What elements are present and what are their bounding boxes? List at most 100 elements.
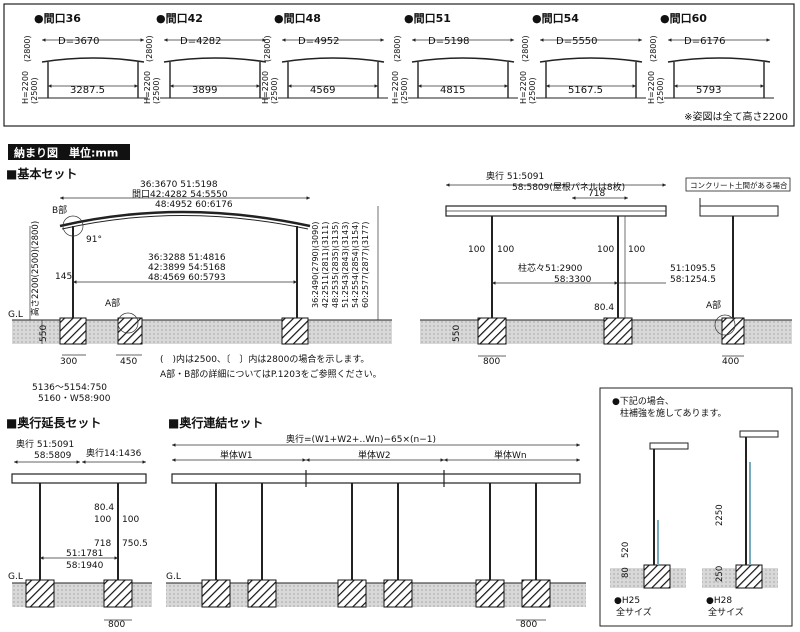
variant-inner: 4569	[310, 85, 335, 96]
box-h28: ●H28	[706, 596, 732, 606]
right-dim-5: 60:2577(2877)(3177)	[361, 222, 370, 308]
variant-h-alt1: (2500)	[270, 77, 279, 104]
right-dim-3: 51:2543(2843)(3143)	[341, 222, 350, 308]
side-pitch2: 58:3300	[554, 275, 592, 285]
variant-inner: 3899	[192, 85, 217, 96]
ext-718: 718	[94, 539, 111, 549]
side-550: 550	[452, 325, 462, 342]
ext-bot-1: 51:1781	[66, 549, 103, 559]
variant-title: ●間口54	[532, 12, 579, 25]
side-400: 400	[722, 357, 739, 367]
right-dim-0: 36:2490(2790)(3090)	[311, 222, 320, 308]
basic-right-dims: 36:2490(2790)(3090)42:2511(2811)(3111)48…	[311, 222, 370, 308]
top-frame	[3, 3, 795, 127]
conn-formula: 奥行=(W1+W2+‥Wn)−65×(n−1)	[286, 433, 436, 445]
basic-top-dim-3: 48:4952 60:6176	[155, 200, 233, 210]
variant-title: ●間口36	[34, 12, 81, 25]
basic-top-dim-2: 間口42:4282 54:5550	[132, 189, 228, 200]
conn-footing	[383, 579, 413, 608]
basic-bottom-1: 5136～5154:750	[32, 383, 107, 393]
variant-inner: 3287.5	[70, 85, 105, 96]
side-800: 800	[483, 357, 500, 367]
conn-footing	[247, 579, 277, 608]
b-part-label: B部	[52, 204, 67, 216]
side-100d: 100	[628, 245, 645, 255]
conn-set-drawing	[166, 443, 586, 621]
angle-label: 91°	[86, 235, 102, 245]
dim-145: 145	[55, 272, 72, 282]
basic-mid-dim-3: 48:4569 60:5793	[148, 273, 226, 283]
ext-804: 80.4	[94, 503, 114, 513]
ext-set-drawing	[11, 460, 152, 621]
side-100a: 100	[468, 245, 485, 255]
box-line-1: ●下記の場合、	[612, 395, 674, 407]
variant-title: ●間口60	[660, 12, 707, 25]
variant-h: H=2200	[647, 71, 656, 104]
variant-width: D=5550	[556, 36, 598, 47]
conn-footing	[201, 579, 231, 608]
ext-bot-2: 58:1940	[66, 561, 104, 571]
basic-mid-dim-2: 42:3899 54:5168	[148, 263, 226, 273]
box-250: 250	[715, 566, 725, 582]
concrete-label: コンクリート土間がある場合	[690, 180, 788, 190]
variant-width: D=4282	[180, 36, 222, 47]
variant-h: H=2200	[391, 71, 400, 104]
variant-h-alt2: (2800)	[263, 35, 272, 62]
side-100b: 100	[497, 245, 514, 255]
variant-h-alt2: (2800)	[145, 35, 154, 62]
reinforce-drawing	[610, 430, 779, 589]
side-718: 718	[588, 189, 605, 199]
side-rdim-2: 58:1254.5	[670, 275, 716, 285]
side-a-part: A部	[706, 299, 721, 311]
conn-footing	[521, 579, 551, 608]
variant-h-alt2: (2800)	[393, 35, 402, 62]
dim-550-basic: 550	[39, 325, 49, 342]
right-dim-4: 54:2554(2854)(3154)	[351, 222, 360, 308]
variant-h-alt2: (2800)	[23, 35, 32, 62]
variant-title: ●間口42	[156, 12, 203, 25]
ext-gl: G.L	[8, 572, 23, 582]
conn-footing	[475, 579, 505, 608]
variant-inner: 5167.5	[568, 85, 603, 96]
conn-800: 800	[520, 620, 537, 630]
variant-width: D=4952	[298, 36, 340, 47]
side-depth-1: 奥行 51:5091	[486, 170, 544, 182]
variant-inner: 4815	[440, 85, 465, 96]
dim-450: 450	[120, 357, 137, 367]
basic-set-drawing	[12, 196, 392, 356]
conn-footing	[337, 579, 367, 608]
ext-7505: 750.5	[122, 539, 148, 549]
side-depth-2: 58:5809(屋根パネルは8枚)	[512, 181, 625, 193]
variant-h-alt2: (2800)	[649, 35, 658, 62]
a-part-label: A部	[105, 297, 120, 309]
box-520: 520	[621, 542, 631, 558]
conn-gl: G.L	[166, 572, 181, 582]
ext-800: 800	[108, 620, 125, 630]
variant-width: D=6176	[684, 36, 726, 47]
side-804: 80.4	[594, 303, 614, 313]
variant-h-alt1: (2500)	[152, 77, 161, 104]
side-rdim-1: 51:1095.5	[670, 264, 716, 274]
side-pitch: 柱芯々51:2900	[518, 262, 583, 274]
conn-w2: 単体W2	[358, 449, 391, 461]
box-2250: 2250	[715, 504, 725, 526]
variant-h-alt1: (2500)	[528, 77, 537, 104]
variant-h-alt1: (2500)	[30, 77, 39, 104]
ext-depth-1: 奥行 51:5091	[16, 438, 74, 450]
ext-100b: 100	[122, 515, 139, 525]
conn-w1: 単体W1	[220, 449, 253, 461]
right-dim-1: 42:2511(2811)(3111)	[321, 222, 330, 308]
variant-width: D=5198	[428, 36, 470, 47]
gl-label-basic: G.L	[8, 310, 23, 320]
box-line-2: 柱補強を施してあります。	[620, 407, 727, 419]
right-dim-2: 48:2535(2835)(3135)	[331, 222, 340, 308]
ext-depth-3: 奥行14:1436	[86, 447, 142, 459]
side-100c: 100	[597, 245, 614, 255]
variant-h-alt2: (2800)	[521, 35, 530, 62]
ext-depth-2: 58:5809	[34, 451, 72, 461]
variant-h-alt1: (2500)	[400, 77, 409, 104]
basic-bottom-2: 5160・W58:900	[38, 394, 111, 404]
